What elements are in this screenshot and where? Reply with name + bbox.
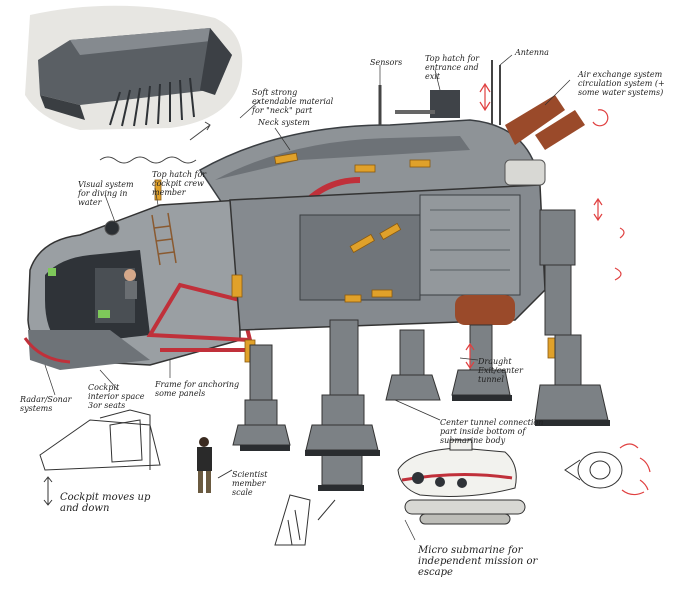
mech-body (23, 60, 585, 370)
frame-note: Frame for anchoring some panels (155, 380, 240, 398)
propeller-sketch (564, 451, 623, 489)
cockpit-interior-note: Cockpit interior space 3or seats (88, 383, 145, 410)
mini-sub-note: Micro submarine for independent mission … (418, 545, 538, 578)
visual-system-note: Visual system for diving in water (78, 180, 134, 207)
neck-system-note: Neck system (258, 118, 310, 127)
mini-submarine (397, 439, 526, 525)
top-hatch-exit-note: Top hatch for entrance and exit (425, 54, 480, 81)
leader-lines (44, 54, 571, 541)
feet (240, 395, 610, 491)
leg-sketch (274, 494, 336, 546)
antenna-note: Antenna (515, 48, 549, 57)
scale-figure (197, 437, 212, 493)
center-tunnel-note: Center tunnel connection part inside bot… (440, 418, 544, 445)
top-hatch-cockpit-note: Top hatch for cockpit crew member (152, 170, 207, 197)
sensors-note: Sensors (370, 58, 403, 67)
scale-note: Scientist member scale (232, 470, 268, 497)
cockpit-moves-note: Cockpit moves up and down (60, 492, 151, 514)
motion-arrows (465, 82, 651, 496)
air-exchange-note: Air exchange system circulation system (… (578, 70, 665, 97)
draught-note: Draught Exit/center tunnel (478, 357, 523, 384)
neck-armor-inset (25, 5, 243, 130)
soft-armor-note: Soft strong extendable material for "nec… (252, 88, 334, 115)
radar-note: Radar/Sonar systems (20, 395, 72, 413)
cockpit-sketch (39, 409, 161, 506)
